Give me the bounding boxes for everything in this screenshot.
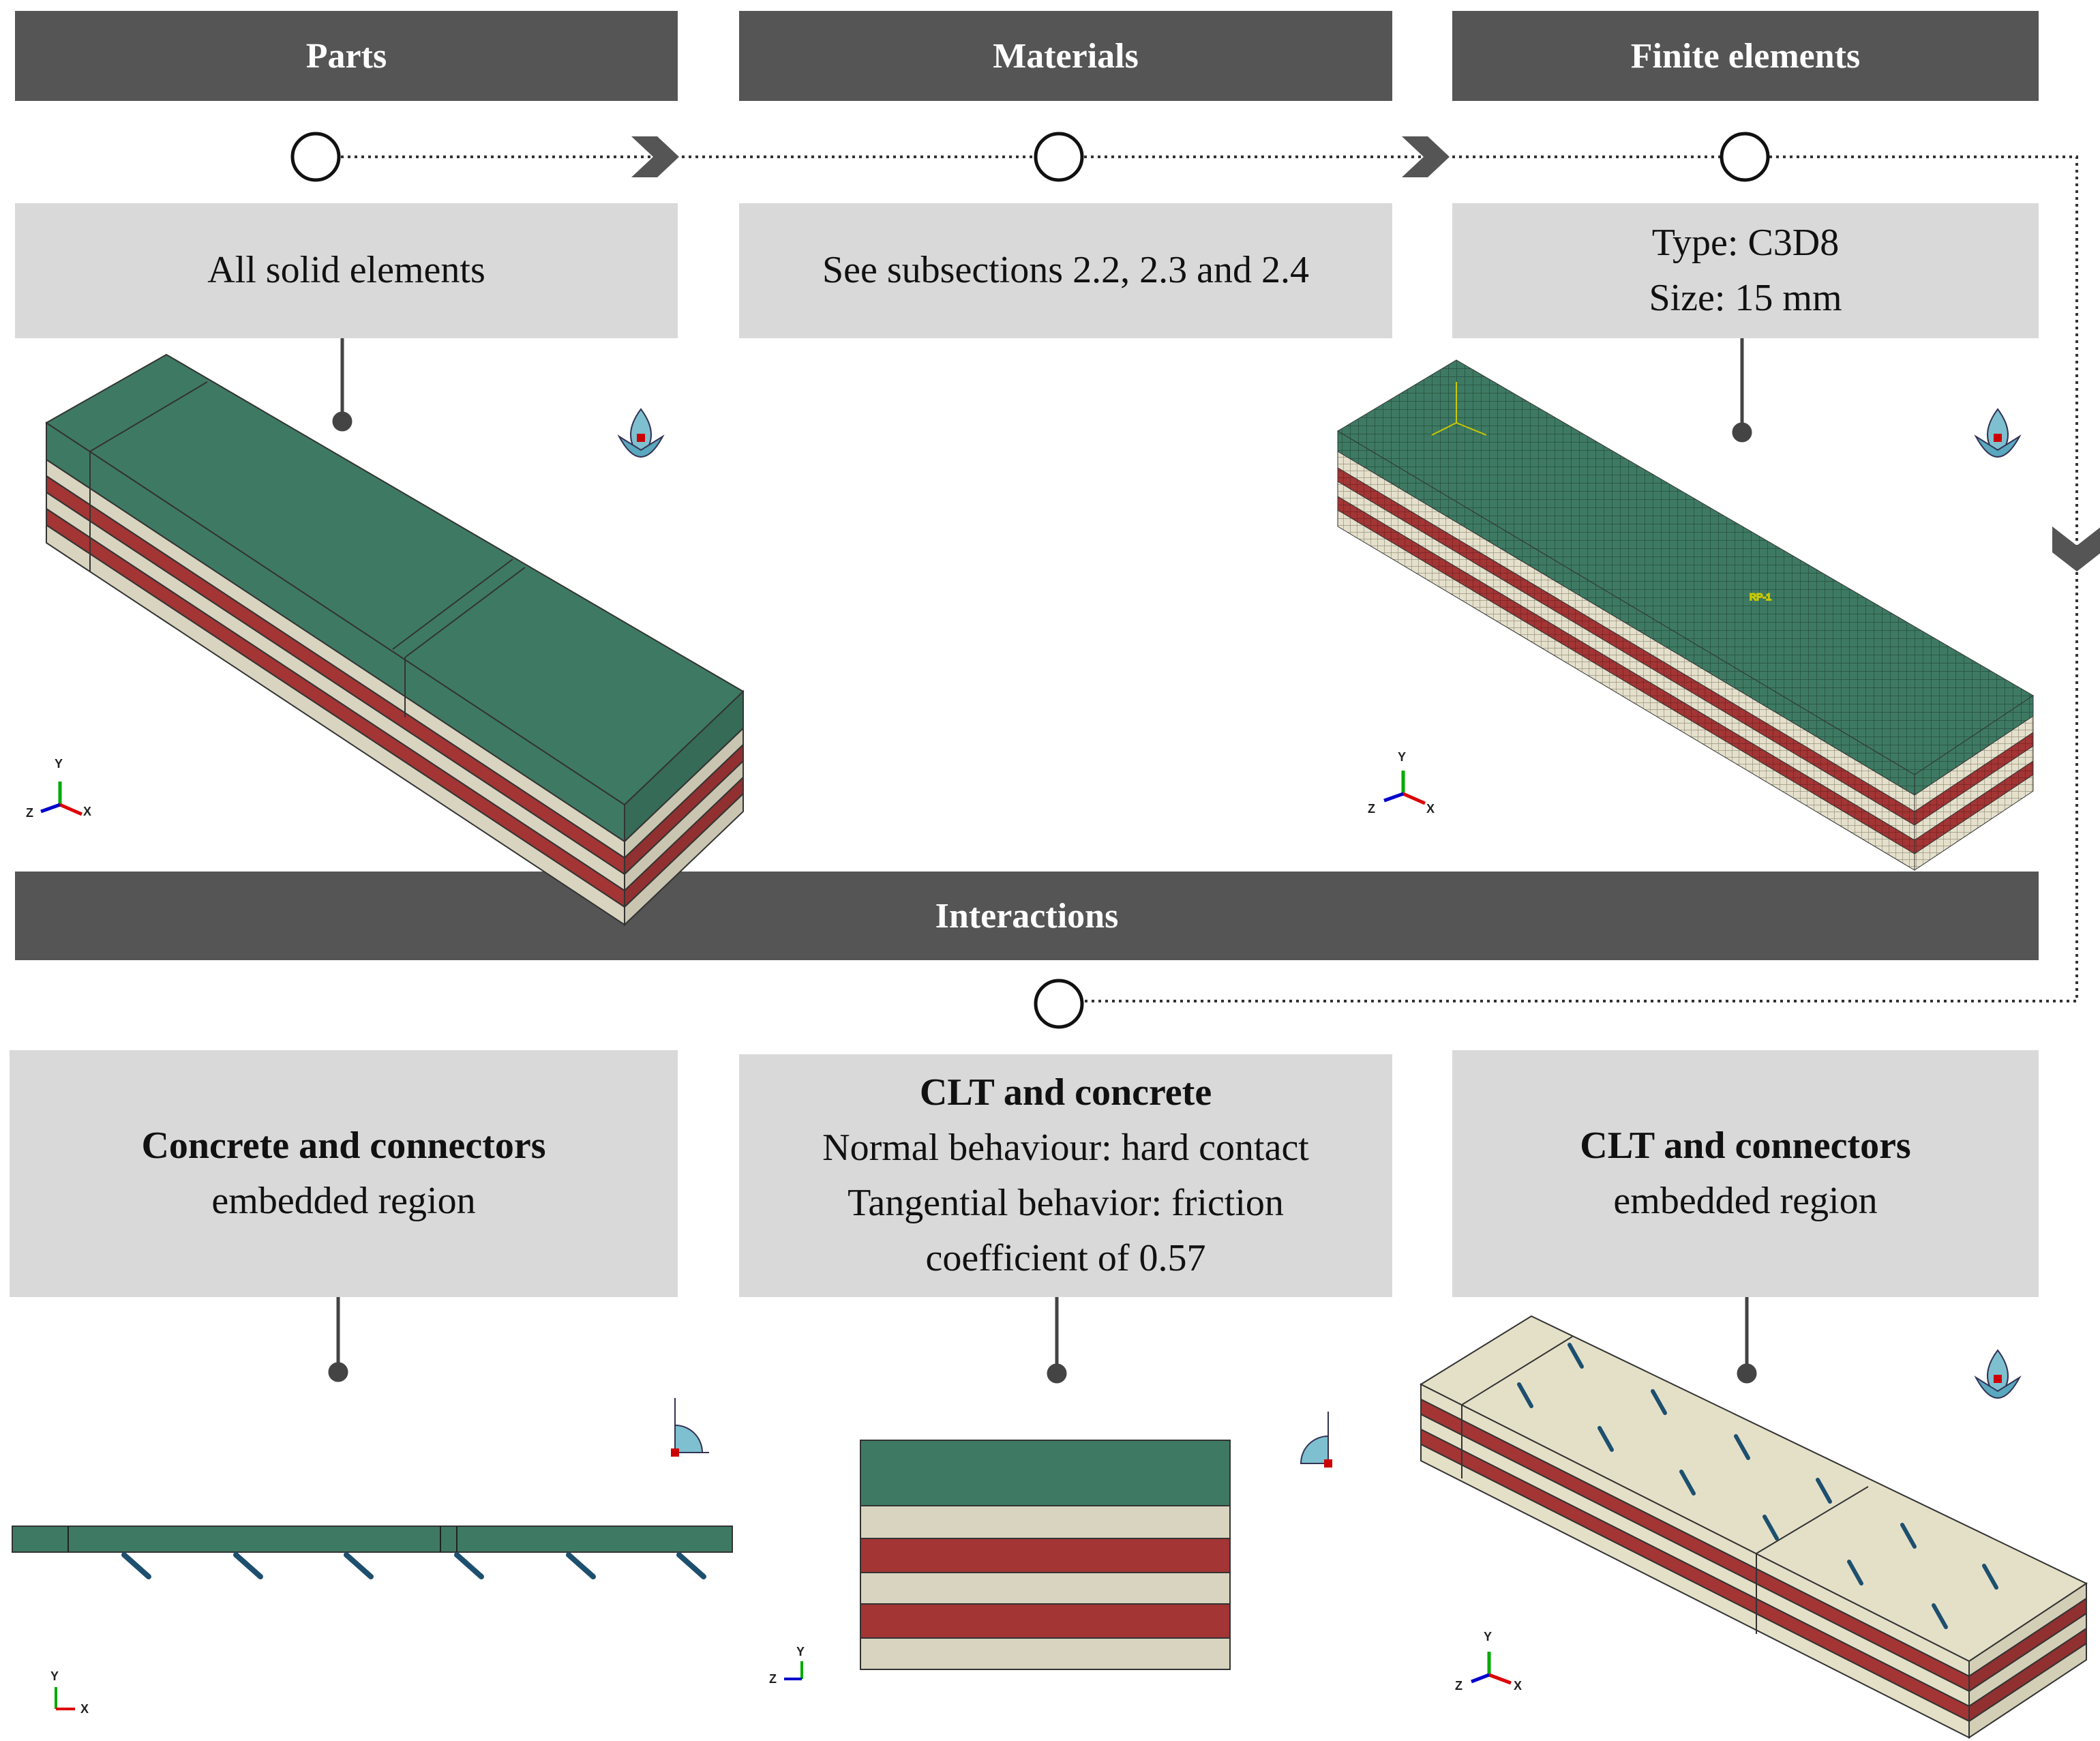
flow-node-circles xyxy=(290,132,1770,1029)
header-finite-elements: Finite elements xyxy=(1452,11,2039,101)
header-materials: Materials xyxy=(739,11,1392,101)
fe-mesh-model xyxy=(1337,359,2034,871)
chevron-down-icon xyxy=(2052,526,2100,571)
svg-text:Y: Y xyxy=(796,1645,805,1658)
svg-text:Y: Y xyxy=(55,757,63,771)
reference-point-label: RP-1 xyxy=(1750,591,1771,602)
svg-text:X: X xyxy=(80,1702,89,1716)
clt-concrete-box: CLT and concrete Normal behaviour: hard … xyxy=(739,1054,1392,1297)
view-cube-icon xyxy=(1974,408,2022,458)
svg-text:X: X xyxy=(1426,802,1435,816)
clt-concrete-line1: Normal behaviour: hard contact xyxy=(822,1126,1309,1169)
axis-triad-section: Y Z xyxy=(769,1645,805,1686)
node-parts xyxy=(290,132,341,182)
concrete-connectors-title: Concrete and connectors xyxy=(141,1124,546,1167)
embedded-connectors xyxy=(1517,1343,1998,1629)
svg-text:Y: Y xyxy=(1484,1630,1492,1643)
svg-text:Z: Z xyxy=(1455,1679,1462,1693)
view-quadrant-icon xyxy=(1300,1412,1332,1468)
svg-text:Y: Y xyxy=(1398,750,1406,764)
fe-size: Size: 15 mm xyxy=(1649,277,1842,319)
parts-3d-model xyxy=(45,353,745,927)
reference-point-marker: RP-1 xyxy=(1431,382,1772,603)
concrete-connectors-box: Concrete and connectors embedded region xyxy=(10,1050,678,1297)
materials-description: See subsections 2.2, 2.3 and 2.4 xyxy=(822,249,1309,292)
clt-concrete-line2: Tangential behavior: friction xyxy=(847,1182,1284,1224)
node-materials xyxy=(1034,132,1084,182)
finite-elements-box: Type: C3D8 Size: 15 mm xyxy=(1452,203,2039,338)
view-quadrant-icon xyxy=(671,1398,709,1457)
clt-concrete-title: CLT and concrete xyxy=(919,1071,1212,1114)
svg-text:Z: Z xyxy=(26,806,33,820)
node-finite-elements xyxy=(1720,132,1770,182)
svg-text:Z: Z xyxy=(1368,802,1375,816)
header-parts: Parts xyxy=(15,11,678,101)
svg-text:X: X xyxy=(83,805,91,818)
clt-concrete-line3: coefficient of 0.57 xyxy=(925,1237,1206,1280)
parts-description-box: All solid elements xyxy=(15,203,678,338)
concrete-connectors-sub: embedded region xyxy=(211,1180,476,1222)
axis-triad-clt: Y X Z xyxy=(1455,1630,1522,1693)
clt-connectors-box: CLT and connectors embedded region xyxy=(1452,1050,2039,1297)
node-interactions xyxy=(1034,979,1084,1029)
materials-description-box: See subsections 2.2, 2.3 and 2.4 xyxy=(739,203,1392,338)
svg-text:Y: Y xyxy=(50,1669,59,1683)
parts-description: All solid elements xyxy=(207,249,485,292)
axis-triad-fe: Y X Z xyxy=(1368,750,1435,816)
svg-text:X: X xyxy=(1514,1679,1522,1693)
clt-connectors-title: CLT and connectors xyxy=(1580,1124,1911,1167)
clt-concrete-cross-section xyxy=(860,1440,1231,1670)
clt-connectors-sub: embedded region xyxy=(1613,1180,1878,1222)
chevron-right-icon xyxy=(631,136,1450,177)
clt-connectors-3d-model xyxy=(1419,1315,2088,1739)
pin-connectors xyxy=(328,338,1757,1384)
axis-triad-side: Y X xyxy=(50,1669,89,1716)
concrete-connectors-side-view xyxy=(12,1526,733,1579)
flow-connector xyxy=(341,155,2078,1002)
fe-type: Type: C3D8 xyxy=(1651,221,1840,264)
svg-text:Z: Z xyxy=(769,1672,777,1686)
view-cube-icon xyxy=(617,408,665,458)
header-interactions: Interactions xyxy=(15,872,2039,960)
axis-triad-parts: Y X Z xyxy=(26,757,91,820)
view-cube-icon xyxy=(1974,1349,2022,1399)
